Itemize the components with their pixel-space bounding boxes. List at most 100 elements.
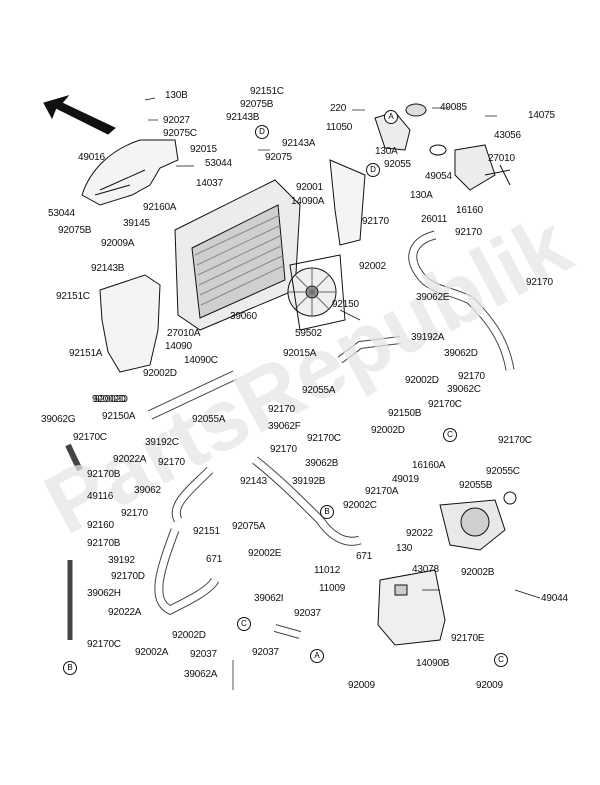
part-label: 49044 bbox=[541, 593, 568, 604]
part-label: 92002D bbox=[92, 394, 126, 405]
part-label: 16160A bbox=[412, 460, 446, 471]
radiator-core bbox=[174, 179, 301, 331]
part-label: 671 bbox=[356, 551, 373, 562]
part-label: 39062F bbox=[268, 421, 301, 432]
callout-c: C bbox=[494, 653, 508, 667]
part-label: 92002C bbox=[343, 500, 377, 511]
part-label: 92055B bbox=[459, 480, 493, 491]
part-label: 26011 bbox=[421, 214, 448, 225]
part-label: 39192 bbox=[108, 555, 135, 566]
part-label: 92170 bbox=[455, 227, 482, 238]
part-label: 39062B bbox=[305, 458, 339, 469]
part-label: 92002A bbox=[135, 647, 169, 658]
part-label: 53044 bbox=[205, 158, 232, 169]
part-label: 11012 bbox=[314, 565, 341, 576]
part-label: 92170 bbox=[158, 457, 185, 468]
part-label: 671 bbox=[206, 554, 223, 565]
part-label: 92170C bbox=[87, 639, 121, 650]
part-label: 39062C bbox=[447, 384, 481, 395]
part-label: 27010 bbox=[488, 153, 515, 164]
part-label: 92170A bbox=[365, 486, 399, 497]
part-label: 92009A bbox=[101, 238, 135, 249]
part-label: 39062E bbox=[416, 292, 450, 303]
part-label: 14037 bbox=[196, 178, 223, 189]
part-label: 92160A bbox=[143, 202, 177, 213]
part-label: 11050 bbox=[326, 122, 353, 133]
part-label: 92170D bbox=[111, 571, 145, 582]
part-label: 92022A bbox=[113, 454, 147, 465]
part-label: 130B bbox=[165, 90, 188, 101]
part-label: 92170 bbox=[526, 277, 553, 288]
part-label: 92027 bbox=[163, 115, 190, 126]
part-label: 92015 bbox=[190, 144, 217, 155]
part-label: 59502 bbox=[295, 328, 322, 339]
part-label: 92170C bbox=[73, 432, 107, 443]
part-label: 92002D bbox=[172, 630, 206, 641]
part-label: 92002 bbox=[359, 261, 386, 272]
callout-a: A bbox=[310, 649, 324, 663]
part-label: 39062 bbox=[134, 485, 161, 496]
part-label: 92151 bbox=[193, 526, 220, 537]
part-label: 92170C bbox=[428, 399, 462, 410]
part-label: 220 bbox=[330, 103, 347, 114]
part-label: 92143A bbox=[282, 138, 316, 149]
part-label: 53044 bbox=[48, 208, 75, 219]
part-label: 92075A bbox=[232, 521, 266, 532]
callout-b: B bbox=[63, 661, 77, 675]
part-label: 39062I bbox=[254, 593, 284, 604]
part-label: 92009 bbox=[476, 680, 503, 691]
part-label: 92170 bbox=[458, 371, 485, 382]
part-label: 92150 bbox=[332, 299, 359, 310]
left-shroud-49016 bbox=[81, 139, 179, 206]
part-label: 92002D bbox=[143, 368, 177, 379]
part-label: 49016 bbox=[78, 152, 105, 163]
thermostat-housing bbox=[374, 103, 511, 191]
part-label: 92055A bbox=[192, 414, 226, 425]
part-label: 92170B bbox=[87, 469, 121, 480]
part-label: 92160 bbox=[87, 520, 114, 531]
callout-d: D bbox=[366, 163, 380, 177]
part-label: 92143B bbox=[226, 112, 260, 123]
part-label: 92151A bbox=[69, 348, 103, 359]
callout-c: C bbox=[237, 617, 251, 631]
part-label: 92143 bbox=[240, 476, 267, 487]
part-label: 39062H bbox=[87, 588, 121, 599]
part-label: 92075C bbox=[163, 128, 197, 139]
part-label: 92002E bbox=[248, 548, 282, 559]
part-label: 130A bbox=[410, 190, 433, 201]
part-label: 92170E bbox=[451, 633, 485, 644]
part-label: 43078 bbox=[412, 564, 439, 575]
part-label: 92001 bbox=[296, 182, 323, 193]
part-label: 49054 bbox=[425, 171, 452, 182]
part-label: 92150B bbox=[388, 408, 422, 419]
part-label: 43056 bbox=[494, 130, 521, 141]
part-label: 130 bbox=[396, 543, 413, 554]
part-label: 92009 bbox=[348, 680, 375, 691]
part-label: 92055A bbox=[302, 385, 336, 396]
part-label: 92150A bbox=[102, 411, 136, 422]
part-label: 11009 bbox=[319, 583, 346, 594]
left-lower-shroud bbox=[99, 274, 161, 373]
part-label: 92151C bbox=[250, 86, 284, 97]
part-label: 92170C bbox=[498, 435, 532, 446]
part-label: 39192C bbox=[145, 437, 179, 448]
part-label: 92002B bbox=[461, 567, 495, 578]
part-label: 92075 bbox=[265, 152, 292, 163]
water-pump bbox=[439, 491, 517, 551]
part-label: 92022A bbox=[108, 607, 142, 618]
part-label: 92075B bbox=[58, 225, 92, 236]
part-label: 49116 bbox=[87, 491, 114, 502]
part-label: 92002D bbox=[405, 375, 439, 386]
direction-arrow bbox=[43, 95, 116, 135]
callout-d: D bbox=[255, 125, 269, 139]
hose-39062g bbox=[65, 443, 83, 472]
part-label: 92170C bbox=[307, 433, 341, 444]
part-label: 14075 bbox=[528, 110, 555, 121]
part-label: 92075B bbox=[240, 99, 274, 110]
part-label: 39062A bbox=[184, 669, 218, 680]
part-label: 92037 bbox=[190, 649, 217, 660]
part-label: 92055C bbox=[486, 466, 520, 477]
part-label: 92143B bbox=[91, 263, 125, 274]
part-label: 39192B bbox=[292, 476, 326, 487]
part-label: 92170 bbox=[270, 444, 297, 455]
